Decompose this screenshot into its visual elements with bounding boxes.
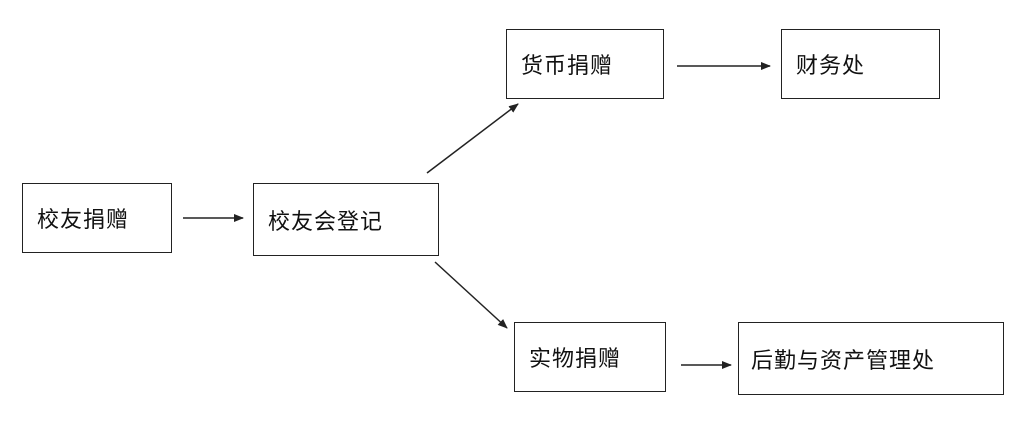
node-label: 后勤与资产管理处 <box>751 348 936 374</box>
node-label: 财务处 <box>796 54 866 79</box>
node-logistics-assets-office: 后勤与资产管理处 <box>738 322 1004 395</box>
node-label: 货币捐赠 <box>521 54 614 79</box>
edge-registration-to-in-kind <box>434 261 508 329</box>
node-alumni-association-registration: 校友会登记 <box>253 183 439 256</box>
node-label: 实物捐赠 <box>529 347 622 372</box>
node-monetary-donation: 货币捐赠 <box>506 29 664 99</box>
node-finance-office: 财务处 <box>781 29 940 99</box>
edge-registration-to-monetary <box>426 103 519 174</box>
node-alumni-donation: 校友捐赠 <box>22 183 172 253</box>
node-in-kind-donation: 实物捐赠 <box>514 322 666 392</box>
node-label: 校友会登记 <box>268 209 384 235</box>
node-label: 校友捐赠 <box>37 208 130 233</box>
